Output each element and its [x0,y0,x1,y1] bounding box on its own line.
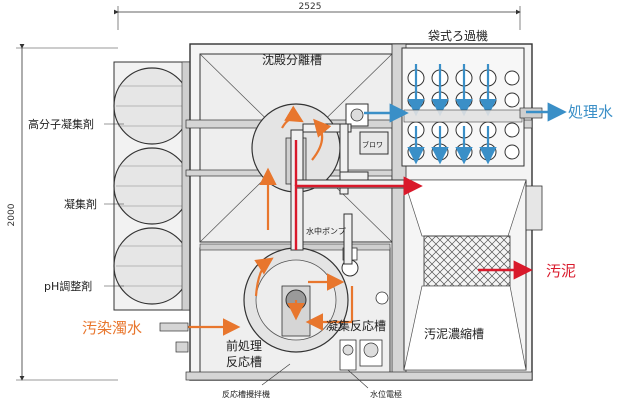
sedimentation-tank-label: 沈殿分離槽 [262,52,322,67]
height-dimension: 2000 [7,44,118,381]
chemical-tanks [113,61,191,311]
contaminated-water-label: 汚染濁水 [82,319,142,337]
coagulant-label: 凝集剤 [64,197,97,211]
pretreatment-label-2: 反応槽 [226,355,262,369]
sludge-flow [294,140,533,280]
treated-water-flow [364,102,567,123]
ph-adjuster-label: pH調整剤 [44,279,92,293]
blower-label: ブロワ [362,140,383,149]
treated-water-label: 処理水 [568,103,613,121]
sludge-thickener-label: 汚泥濃縮槽 [424,326,484,341]
height-dimension-text: 2000 [7,203,17,226]
blower-unit [359,131,389,155]
sludge-label: 汚泥 [546,262,576,280]
width-dimension: 2525 [114,2,521,30]
submersible-pump-label: 水中ポンプ [306,226,346,236]
bottom-components [185,339,533,381]
contaminated-flow [180,105,354,336]
pretreatment-label-1: 前処理 [226,338,262,353]
level-electrode-label: 水位電極 [370,389,402,399]
bag-filter-label: 袋式ろ過機 [428,28,488,43]
sludge-thickener-unit [403,179,543,371]
agitator-label: 反応槽攪拌機 [222,389,270,399]
coagulation-tank-label: 凝集反応槽 [326,318,386,333]
polymer-coagulant-label: 高分子凝集剤 [28,117,94,131]
bag-filter-unit [401,47,543,167]
width-dimension-text: 2525 [299,2,322,12]
